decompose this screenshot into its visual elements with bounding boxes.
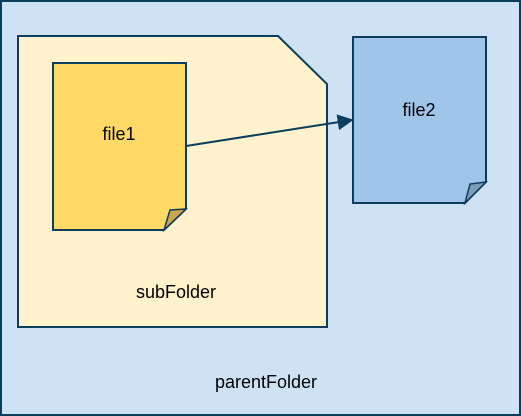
file1-shape [52,62,187,231]
file2-document[interactable]: file2 [352,36,489,206]
sub-folder-label: subFolder [136,282,216,302]
file2-label: file2 [402,100,435,120]
parent-folder-label: parentFolder [215,372,317,392]
file1-folded-corner [162,208,189,233]
file2-shape [352,36,487,204]
file1-document[interactable]: file1 [52,62,189,233]
file1-label: file1 [102,124,135,144]
file2-folded-corner [463,180,489,206]
file1-to-file2-arrow[interactable] [185,114,354,147]
